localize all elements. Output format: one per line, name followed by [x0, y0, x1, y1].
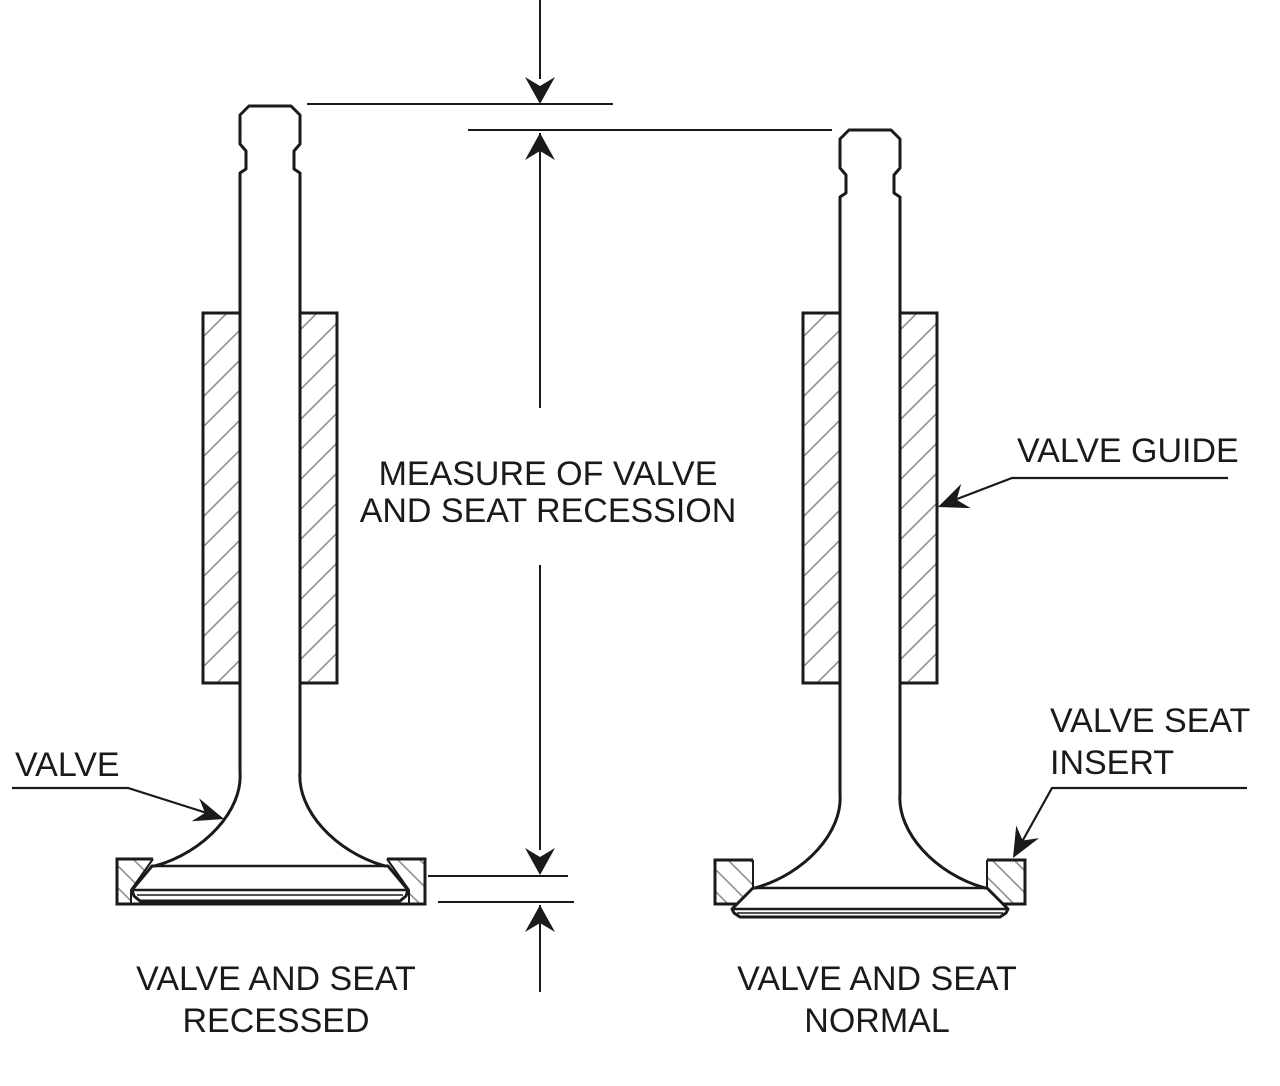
left-valve: [130, 104, 410, 903]
valve-guide-label: VALVE GUIDE: [1017, 432, 1239, 470]
valve-seat-insert-leader: [1013, 786, 1247, 858]
measure-of-recession-label: MEASURE OF VALVE AND SEAT RECESSION: [298, 456, 798, 530]
caption-right-line2: NORMAL: [804, 1002, 950, 1040]
measure-label-line1: MEASURE OF VALVE: [378, 455, 718, 493]
right-valve: [730, 128, 1010, 919]
measure-label-line2: AND SEAT RECESSION: [359, 492, 737, 530]
caption-left-line2: RECESSED: [182, 1002, 370, 1040]
caption-valve-and-seat-recessed: VALVE AND SEAT RECESSED: [26, 958, 526, 1042]
right-valve-seat-insert: [713, 858, 1027, 906]
valve-seat-insert-label: VALVE SEAT INSERT: [1050, 700, 1250, 784]
recession-dimension: [307, 0, 832, 992]
dimension-arrowheads: [525, 77, 555, 932]
left-valve-guide: [201, 311, 339, 685]
valve-seat-insert-label-line1: VALVE SEAT: [1050, 702, 1251, 740]
valve-guide-leader: [938, 476, 1228, 509]
valve-label: VALVE: [15, 746, 120, 784]
valve-seat-insert-label-line2: INSERT: [1050, 744, 1175, 782]
caption-right-line1: VALVE AND SEAT: [737, 960, 1017, 998]
right-valve-guide: [801, 311, 939, 685]
valve-leader: [12, 786, 224, 822]
caption-valve-and-seat-normal: VALVE AND SEAT NORMAL: [627, 958, 1127, 1042]
caption-left-line1: VALVE AND SEAT: [136, 960, 416, 998]
